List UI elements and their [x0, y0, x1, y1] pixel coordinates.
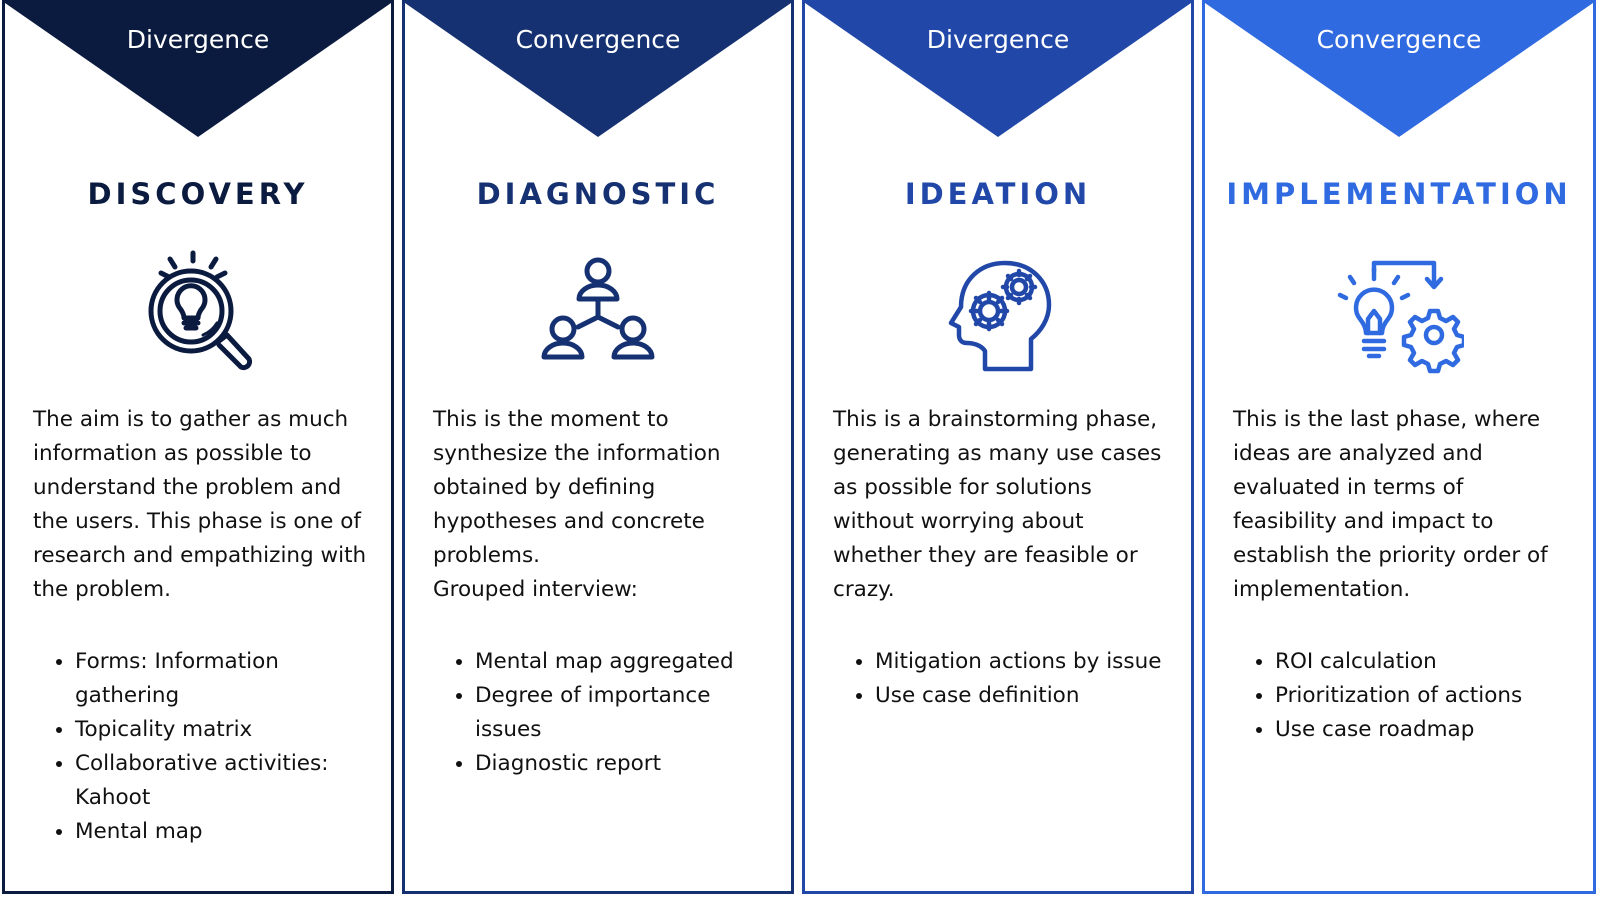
panel-description: This is a brainstorming phase, generatin…	[833, 403, 1171, 607]
bullet-list: ROI calculation Prioritization of action…	[1233, 645, 1579, 747]
panel-description: This is the moment to synthesize the inf…	[433, 403, 771, 607]
bullet-list: Forms: Information gathering Topicality …	[33, 645, 377, 849]
panel-ideation: Divergence IDEATION This is a brainstorm…	[802, 0, 1194, 894]
list-item: Forms: Information gathering	[75, 645, 377, 713]
people-network-icon	[533, 249, 663, 379]
list-item: Prioritization of actions	[1275, 679, 1579, 713]
list-item: ROI calculation	[1275, 645, 1579, 679]
phase-chevron	[5, 3, 391, 137]
panel-title: IMPLEMENTATION	[1226, 177, 1572, 211]
panel-discovery: Divergence DISCOVERY The aim is to gathe…	[2, 0, 394, 894]
bullet-list: Mental map aggregated Degree of importan…	[433, 645, 777, 781]
list-item: Use case roadmap	[1275, 713, 1579, 747]
list-item: Mitigation actions by issue	[875, 645, 1177, 679]
panel-implementation: Convergence IMPLEMENTATION This is the l…	[1202, 0, 1596, 894]
description-text: Grouped interview:	[433, 577, 638, 602]
panel-title: DISCOVERY	[87, 177, 309, 211]
panel-description: The aim is to gather as much information…	[33, 403, 371, 607]
list-item: Mental map aggregated	[475, 645, 777, 679]
panel-description: This is the last phase, where ideas are …	[1233, 403, 1573, 607]
phase-chevron	[405, 3, 791, 137]
list-item: Topicality matrix	[75, 713, 377, 747]
phase-label: Convergence	[515, 25, 681, 54]
list-item: Degree of importance issues	[475, 679, 777, 747]
head-gears-icon	[933, 249, 1063, 379]
panel-title: DIAGNOSTIC	[476, 177, 720, 211]
phase-label: Divergence	[926, 25, 1070, 54]
list-item: Use case definition	[875, 679, 1177, 713]
lightbulb-gear-icon	[1334, 249, 1464, 379]
panel-title: IDEATION	[904, 177, 1092, 211]
panel-diagnostic: Convergence DIAGNOSTIC This is the momen…	[402, 0, 794, 894]
description-text: This is the moment to synthesize the inf…	[433, 407, 721, 568]
phase-chevron	[1205, 3, 1593, 137]
description-text: This is a brainstorming phase, generatin…	[833, 407, 1162, 602]
phase-chevron	[805, 3, 1191, 137]
phase-label: Convergence	[1316, 25, 1482, 54]
phase-label: Divergence	[126, 25, 270, 54]
description-text: This is the last phase, where ideas are …	[1233, 407, 1548, 602]
description-text: The aim is to gather as much information…	[33, 407, 367, 602]
list-item: Mental map	[75, 815, 377, 849]
list-item: Collaborative activities: Kahoot	[75, 747, 377, 815]
list-item: Diagnostic report	[475, 747, 777, 781]
bullet-list: Mitigation actions by issue Use case def…	[833, 645, 1177, 713]
lightbulb-magnifier-icon	[133, 249, 263, 379]
